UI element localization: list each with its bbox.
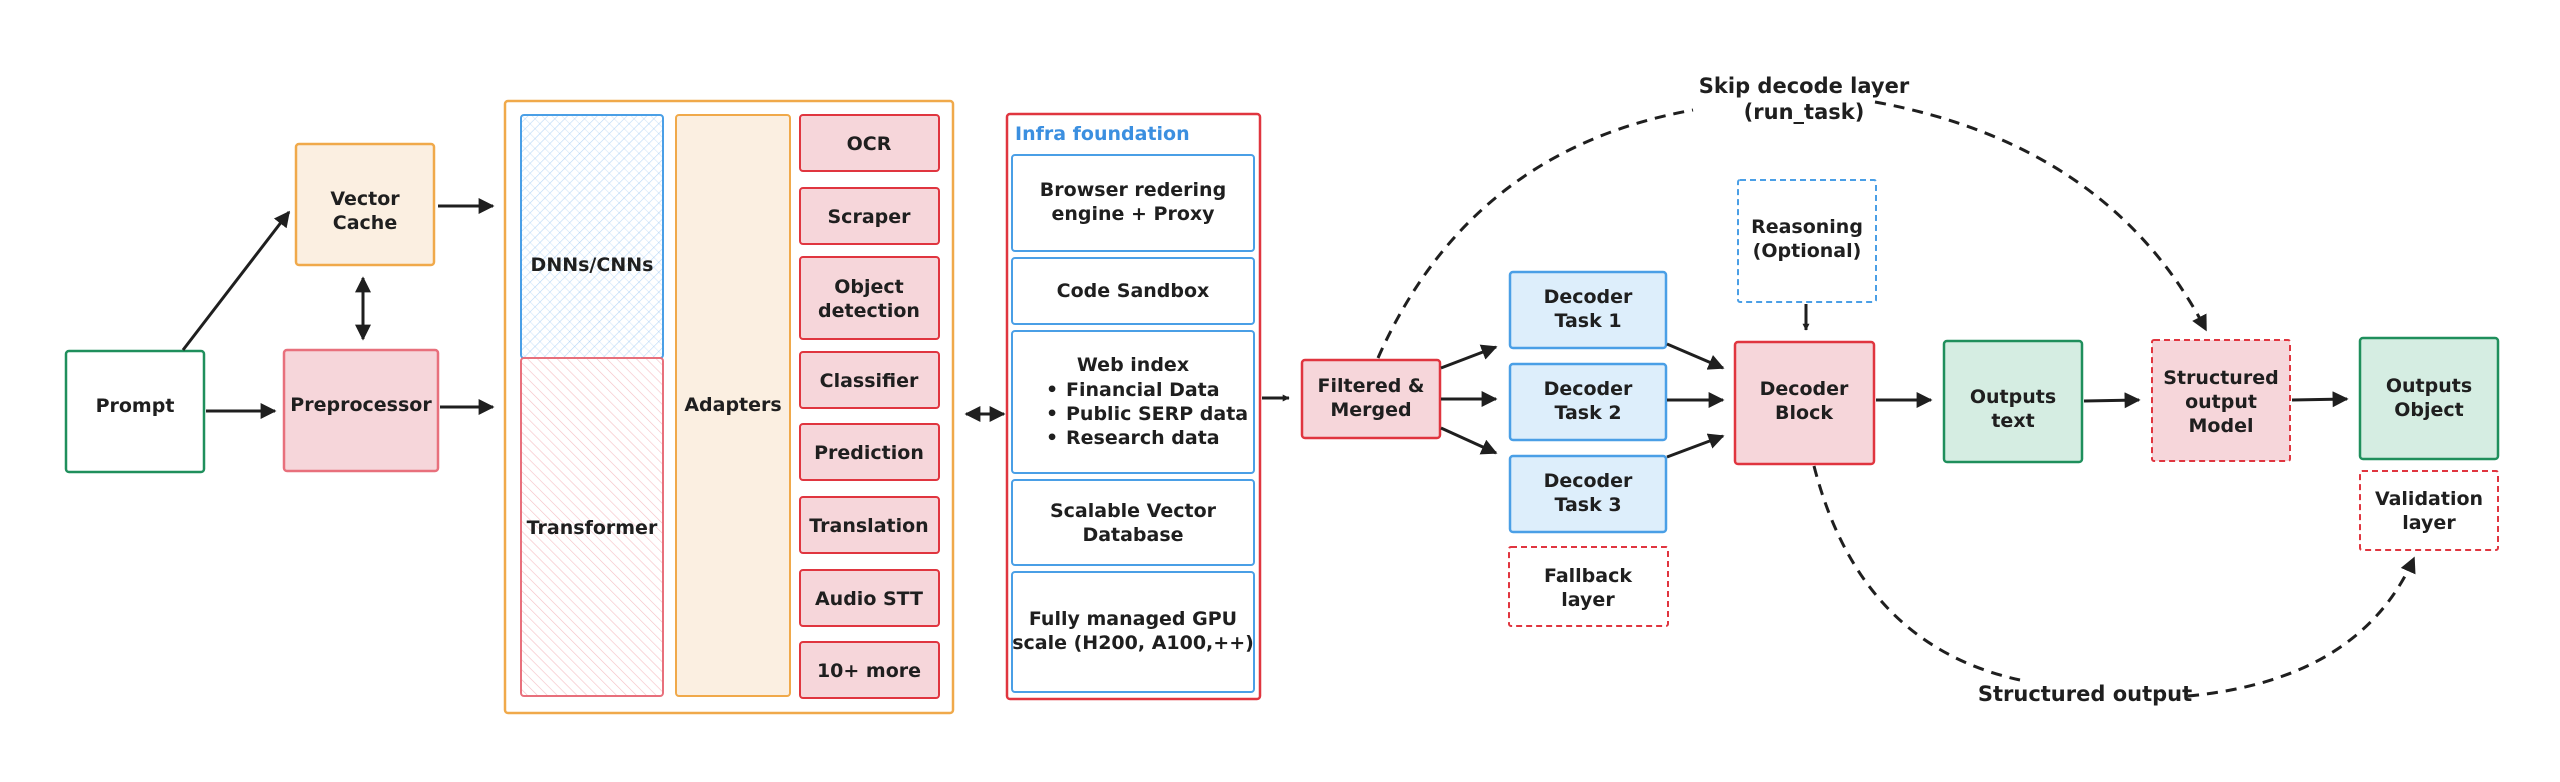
tool-box: Prediction	[799, 423, 940, 481]
reasoning-node: Reasoning(Optional)	[1737, 179, 1877, 303]
arrow-task1-to-decoder	[1666, 342, 1725, 370]
infra-sandbox-label: Code Sandbox	[1057, 280, 1210, 302]
tool-box: Classifier	[799, 351, 940, 409]
infra-sandbox-box: Code Sandbox	[1011, 257, 1255, 325]
structured-output-label: Structured output	[1978, 682, 2192, 706]
arrow-task3-to-decoder	[1666, 433, 1725, 459]
web-index-item: Financial Data	[1066, 379, 1220, 401]
tool-box: Audio STT	[799, 569, 940, 627]
tool-label: OCR	[847, 133, 892, 155]
web-index-bullet: •	[1046, 379, 1058, 401]
infra-web-index-box: Web index • Financial Data • Public SERP da…	[1011, 330, 1255, 474]
adapters-block: Adapters	[675, 114, 791, 697]
preprocessor-label: Preprocessor	[290, 394, 432, 416]
web-index-item: Public SERP data	[1066, 403, 1248, 425]
arrow-filtered-to-task3	[1440, 426, 1498, 455]
skip-decode-curve-left	[1376, 108, 1694, 359]
skip-decode-label: Skip decode layer(run_task)	[1699, 74, 1910, 124]
prompt-label: Prompt	[96, 395, 175, 417]
web-index-title: Web index	[1077, 354, 1189, 376]
web-index-list: • Financial Data • Public SERP data • Researc…	[1046, 379, 1248, 449]
web-index-bullet: •	[1046, 403, 1058, 425]
arrow-filtered-to-task1	[1440, 344, 1498, 370]
transformer-label: Transformer	[527, 517, 658, 539]
tool-label: Scraper	[828, 206, 912, 228]
tool-label: 10+ more	[817, 660, 921, 682]
skip-decode-curve-right	[1874, 100, 2208, 332]
structured-output-curve-left	[1812, 465, 2021, 682]
tool-label: Translation	[809, 515, 928, 537]
tool-box: Scraper	[799, 187, 940, 245]
arrow-prompt-to-vector-cache	[181, 210, 291, 351]
transformer-block: Transformer	[520, 357, 664, 697]
dnns-cnns-block: DNNs/CNNs	[520, 114, 664, 359]
structured-output-curve-right	[2187, 556, 2416, 698]
infra-foundation-title: Infra foundation	[1015, 123, 1190, 145]
tool-box: OCR	[799, 114, 940, 172]
tool-box: 10+ more	[799, 641, 940, 699]
tool-label: Audio STT	[815, 588, 923, 610]
prompt-node: Prompt	[64, 349, 206, 474]
preprocessor-node: Preprocessor	[282, 348, 440, 473]
filtered-merged-node: Filtered &Merged	[1300, 358, 1442, 440]
dnns-cnns-label: DNNs/CNNs	[531, 254, 654, 276]
tool-label: Classifier	[820, 370, 919, 392]
filtered-merged-label: Filtered &Merged	[1317, 375, 1424, 421]
models-container: DNNs/CNNs Transformer Adapters OCR Scrape…	[503, 99, 955, 715]
tool-box: Translation	[799, 496, 940, 554]
arrow-text-to-structured	[2083, 392, 2141, 409]
tool-label: Prediction	[814, 442, 924, 464]
web-index-bullet: •	[1046, 427, 1058, 449]
arrow-structured-to-object	[2291, 391, 2349, 408]
adapters-label: Adapters	[684, 394, 781, 416]
web-index-item: Research data	[1066, 427, 1220, 449]
reasoning-label: Reasoning(Optional)	[1751, 216, 1863, 262]
